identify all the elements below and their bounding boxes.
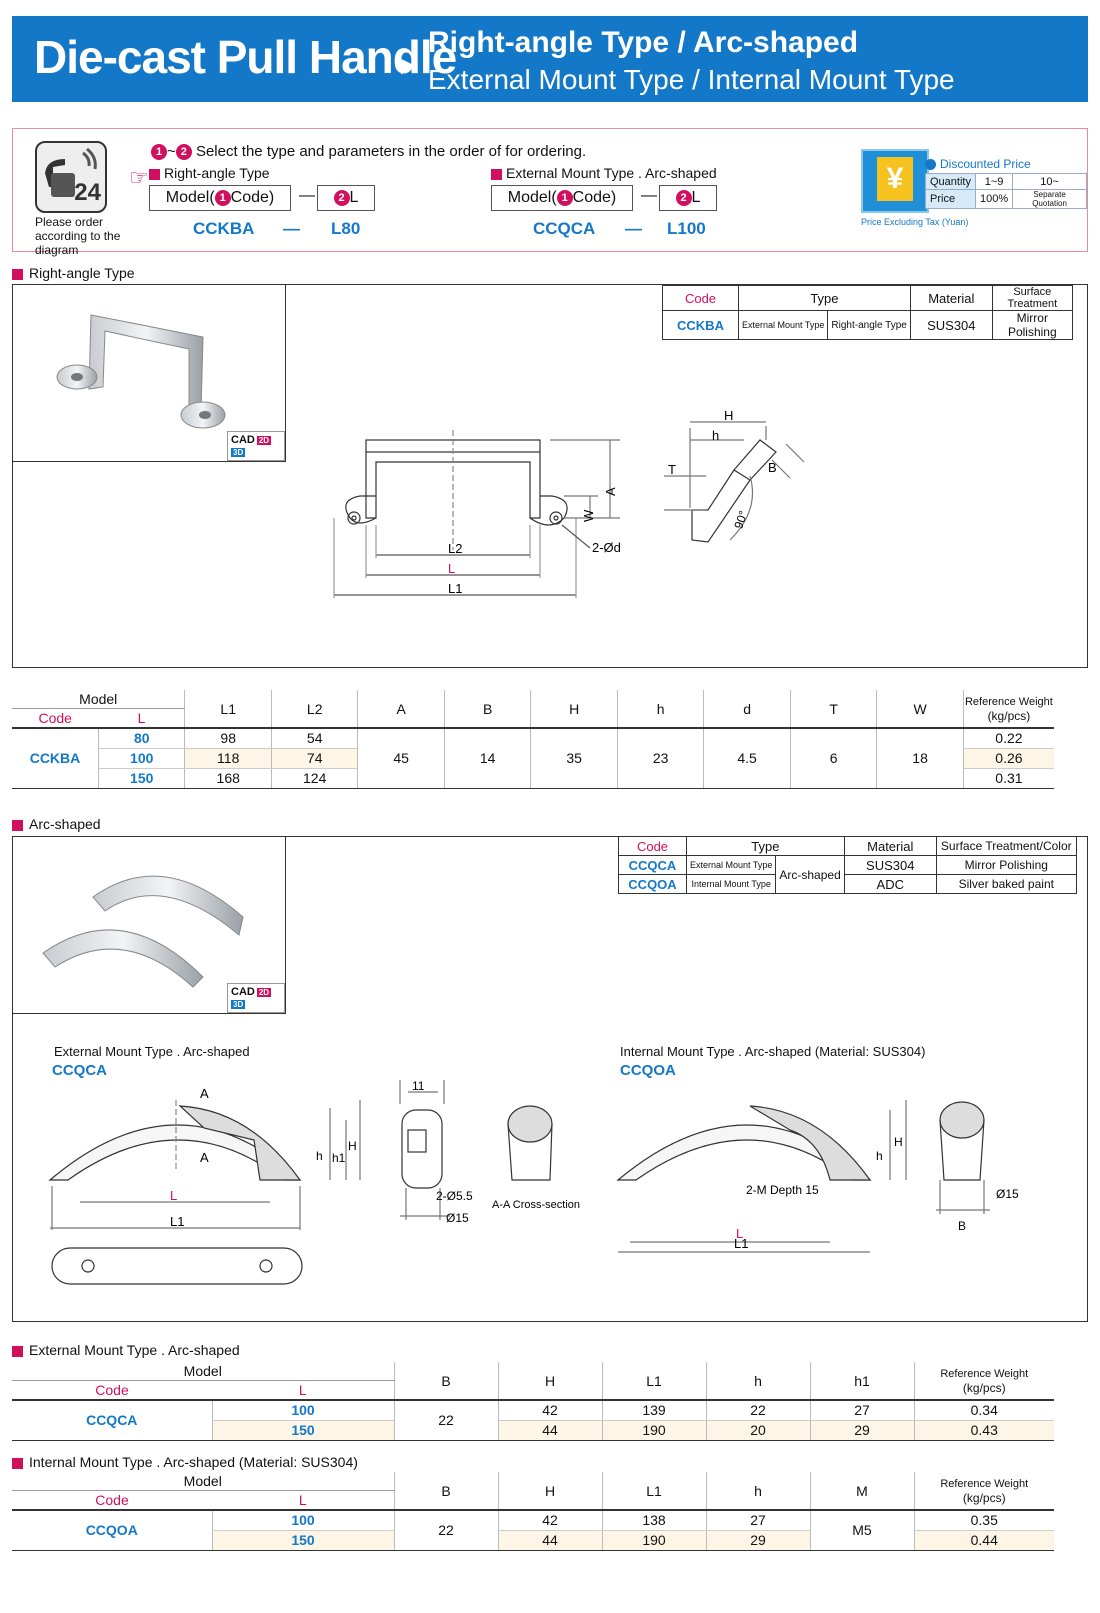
section-title-arc: Arc-shaped bbox=[12, 816, 101, 832]
int-drawing-label: Internal Mount Type . Arc-shaped (Materi… bbox=[620, 1044, 926, 1059]
yen-icon: ¥ bbox=[861, 149, 929, 213]
section-title-int-table: Internal Mount Type . Arc-shaped (Materi… bbox=[12, 1454, 358, 1470]
pointing-hand-icon: ☞ bbox=[129, 165, 149, 190]
svg-text:A: A bbox=[200, 1086, 209, 1101]
page-subtitle-1: Right-angle Type / Arc-shaped bbox=[428, 26, 859, 59]
svg-text:Ø15: Ø15 bbox=[446, 1211, 469, 1225]
svg-text:H: H bbox=[894, 1135, 903, 1149]
svg-text:L1: L1 bbox=[170, 1214, 184, 1229]
svg-text:Ø15: Ø15 bbox=[996, 1187, 1019, 1201]
page-title: Die-cast Pull Handle bbox=[34, 31, 457, 83]
example-2-code: CCQCA bbox=[533, 219, 596, 238]
svg-text:2-Ø5.5: 2-Ø5.5 bbox=[436, 1189, 473, 1203]
svg-text:A-A Cross-section: A-A Cross-section bbox=[492, 1199, 580, 1211]
discount-title: Discounted Price bbox=[925, 157, 1031, 171]
svg-text:T: T bbox=[668, 462, 676, 477]
right-angle-spec-table: Code Type Material Surface Treatment CCK… bbox=[662, 285, 1073, 340]
svg-text:2-Ød: 2-Ød bbox=[592, 540, 621, 555]
svg-text:H: H bbox=[724, 408, 733, 423]
arc-drawings: A A L L1 h h1 H B 11 2-Ø5.5 Ø15 A-A Cros… bbox=[48, 1080, 1019, 1285]
order-type-2: External Mount Type . Arc-shaped bbox=[491, 165, 717, 181]
order-instruction: 1~2 Select the type and parameters in th… bbox=[151, 143, 587, 161]
svg-text:B: B bbox=[414, 1080, 422, 1081]
right-angle-data-table: Model L1 L2 A B H h d T W Reference Weig… bbox=[12, 690, 1054, 789]
arc-spec-table: Code Type Material Surface Treatment/Col… bbox=[618, 836, 1077, 894]
order-type-1: Right-angle Type bbox=[149, 165, 270, 181]
svg-text:L1: L1 bbox=[734, 1236, 748, 1251]
right-angle-frame bbox=[12, 284, 1088, 668]
example-1-code: CCKBA bbox=[193, 219, 255, 238]
step-2-icon: 2 bbox=[175, 144, 192, 161]
phone-icon: 24 bbox=[35, 141, 107, 213]
ext-drawing-code: CCQCA bbox=[52, 1062, 107, 1079]
svg-text:h: h bbox=[712, 428, 719, 443]
svg-text:h: h bbox=[876, 1149, 883, 1163]
int-drawing-code: CCQOA bbox=[620, 1062, 676, 1079]
svg-text:H: H bbox=[348, 1139, 357, 1153]
section-title-ext-table: External Mount Type . Arc-shaped bbox=[12, 1342, 240, 1358]
svg-text:L1: L1 bbox=[448, 581, 462, 596]
section-title-right-angle: Right-angle Type bbox=[12, 265, 135, 281]
arc-frame bbox=[12, 836, 1088, 1322]
example-2-l: L100 bbox=[667, 219, 706, 238]
step-1-icon: 1 bbox=[151, 144, 167, 161]
svg-text:L: L bbox=[448, 561, 455, 576]
ext-drawing-label: External Mount Type . Arc-shaped bbox=[54, 1044, 250, 1059]
page-header: Die-cast Pull Handle ► Right-angle Type … bbox=[12, 16, 1088, 102]
svg-text:L2: L2 bbox=[448, 541, 462, 556]
svg-text:11: 11 bbox=[412, 1080, 425, 1093]
svg-text:B: B bbox=[768, 460, 777, 475]
svg-text:A: A bbox=[200, 1150, 209, 1165]
svg-text:A: A bbox=[603, 487, 618, 496]
svg-text:2-M Depth 15: 2-M Depth 15 bbox=[746, 1183, 819, 1197]
svg-text:h1: h1 bbox=[332, 1151, 346, 1165]
instruction-text: Select the type and parameters in the or… bbox=[195, 143, 587, 160]
svg-text:L: L bbox=[736, 1226, 743, 1241]
svg-text:L: L bbox=[170, 1188, 177, 1203]
phone-number: 24 bbox=[74, 179, 101, 206]
ext-data-table: Model B H L1 h h1 Reference Weight(kg/pc… bbox=[12, 1362, 1054, 1441]
price-note: Price Excluding Tax (Yuan) bbox=[861, 217, 969, 227]
svg-text:90°: 90° bbox=[731, 509, 750, 531]
example-1-l: L80 bbox=[331, 219, 361, 238]
page-subtitle-2: External Mount Type / Internal Mount Typ… bbox=[428, 64, 955, 95]
int-data-table: Model B H L1 h M Reference Weight(kg/pcs… bbox=[12, 1472, 1054, 1551]
svg-text:W: W bbox=[581, 509, 596, 522]
svg-text:B: B bbox=[958, 1219, 966, 1233]
order-note: Please order according to the diagram bbox=[35, 215, 121, 257]
right-angle-drawing: L2 L L1 A W 2-Ød H h T B 90° bbox=[333, 408, 805, 598]
arrow-icon: ► bbox=[396, 50, 422, 80]
svg-text:h: h bbox=[316, 1149, 323, 1163]
order-box: 24 Please order according to the diagram… bbox=[12, 128, 1088, 257]
